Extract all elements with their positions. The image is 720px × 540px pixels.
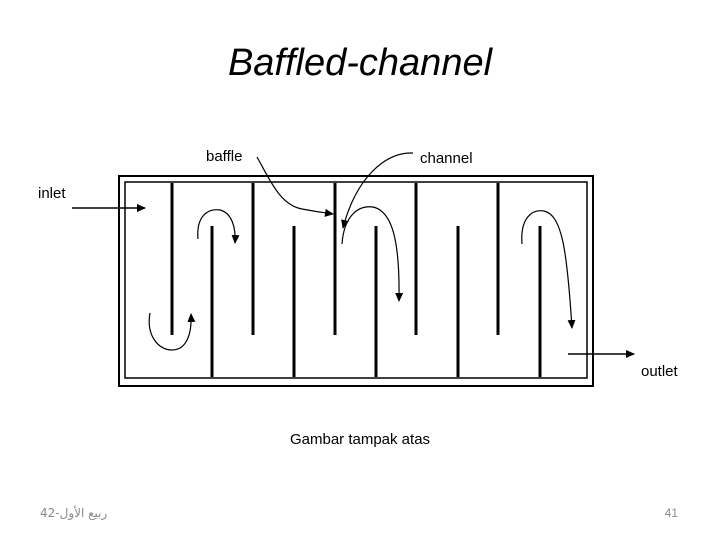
page-number: 41 — [664, 506, 678, 520]
tank-inner-wall — [124, 181, 588, 379]
baffle-label: baffle — [206, 148, 242, 165]
flow-arrow-1 — [148, 312, 196, 351]
baffle-leader — [256, 156, 334, 217]
outlet-label: outlet — [641, 363, 679, 380]
flow-arrow-3 — [341, 206, 404, 302]
channel-label: channel — [420, 150, 473, 167]
footer-date: ربيع الأول-42 — [40, 506, 108, 520]
flow-arrow-2 — [197, 209, 240, 244]
slide-title: Baffled-channel — [227, 42, 493, 84]
figure-caption: Gambar tampak atas — [289, 431, 431, 448]
tank-outer-wall — [118, 175, 594, 387]
inlet-label: inlet — [38, 185, 66, 202]
channel-leader — [341, 152, 414, 229]
flow-arrow-4 — [521, 210, 576, 329]
